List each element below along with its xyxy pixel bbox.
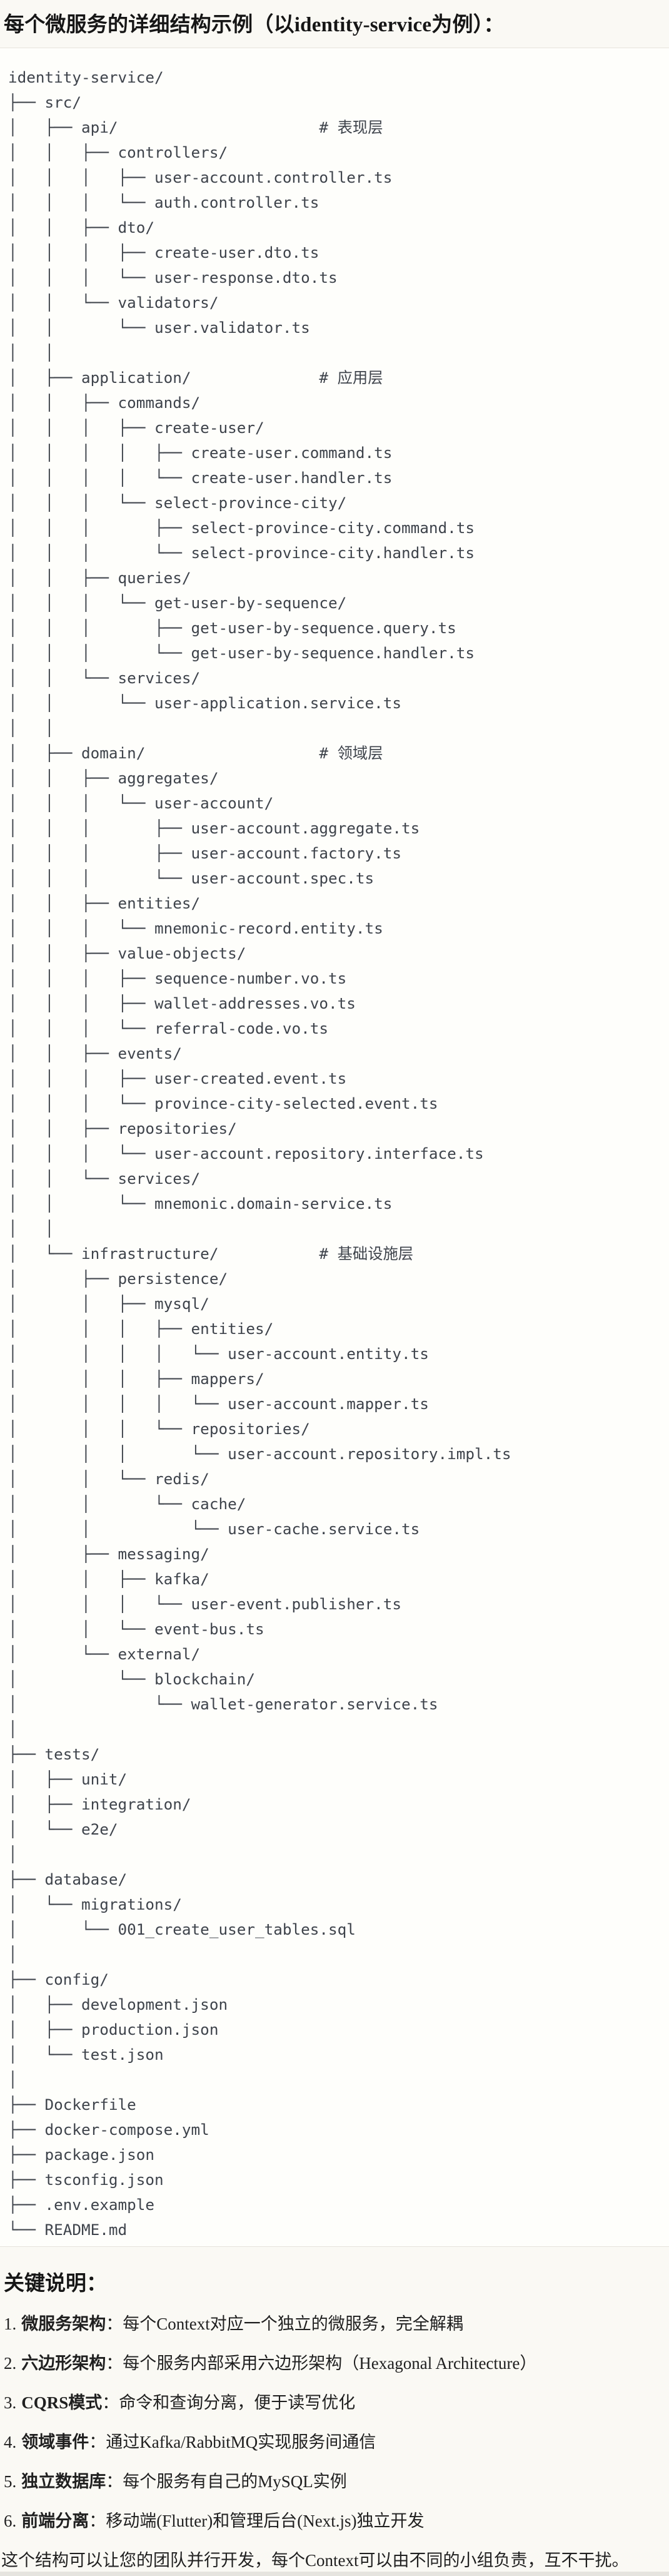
note-item-description: ：移动端(Flutter)和管理后台(Next.js)独立开发 [89,2512,425,2530]
note-item: 4.领域事件：通过Kafka/RabbitMQ实现服务间通信 [4,2431,669,2454]
notes-heading: 关键说明： [4,2273,107,2295]
note-item-number: 4. [4,2433,17,2451]
note-item-description: ：每个Context对应一个独立的微服务，完全解耦 [106,2314,463,2333]
directory-tree: identity-service/ ├── src/ │ ├── api/ # … [8,68,511,2239]
note-item-term: 前端分离 [21,2512,89,2530]
note-item-description: ：通过Kafka/RabbitMQ实现服务间通信 [89,2433,376,2451]
note-item-term: 领域事件 [21,2433,89,2451]
note-item-number: 3. [4,2393,17,2412]
directory-tree-codeblock: identity-service/ ├── src/ │ ├── api/ # … [0,48,669,2247]
note-item-description: ：每个服务有自己的MySQL实例 [106,2472,347,2491]
note-item-term: CQRS模式 [21,2393,103,2412]
note-item-description: ：每个服务内部采用六边形架构（Hexagonal Architecture） [106,2354,537,2373]
note-item: 2.六边形架构：每个服务内部采用六边形架构（Hexagonal Architec… [4,2352,669,2375]
note-item-description: ：命令和查询分离，便于读写优化 [102,2393,356,2412]
page-title: 每个微服务的详细结构示例（以identity-service为例）： [4,14,505,36]
note-item: 3.CQRS模式：命令和查询分离，便于读写优化 [4,2391,669,2415]
note-item-number: 5. [4,2472,17,2491]
note-item-number: 6. [4,2512,17,2530]
note-item-number: 2. [4,2354,17,2373]
bottom-divider [0,2572,669,2576]
closing-paragraph: 这个结构可以让您的团队并行开发，每个Context可以由不同的小组负责，互不干扰… [1,2551,629,2570]
note-item: 1.微服务架构：每个Context对应一个独立的微服务，完全解耦 [4,2313,669,2336]
note-item: 6.前端分离：移动端(Flutter)和管理后台(Next.js)独立开发 [4,2510,669,2533]
note-item: 5.独立数据库：每个服务有自己的MySQL实例 [4,2470,669,2493]
note-item-term: 六边形架构 [21,2354,106,2373]
note-item-term: 微服务架构 [21,2314,106,2333]
note-item-number: 1. [4,2314,17,2333]
note-item-term: 独立数据库 [21,2472,106,2491]
